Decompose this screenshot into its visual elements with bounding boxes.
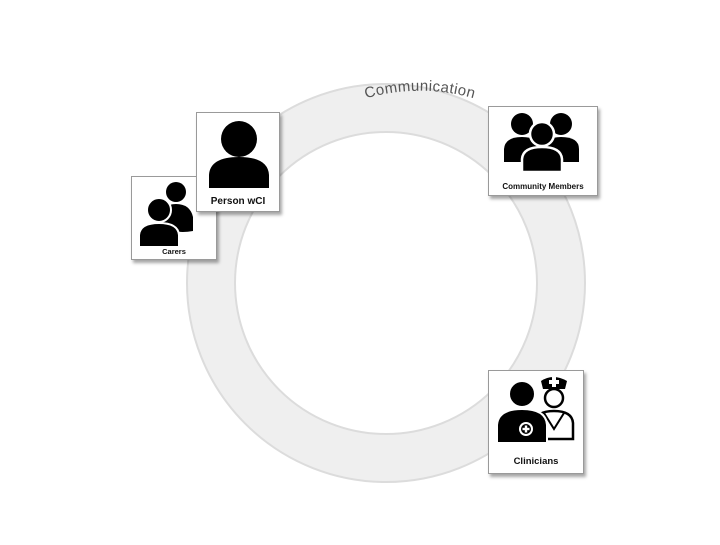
person-wci-label: Person wCI (210, 196, 266, 207)
community-members-card: Community Members (488, 106, 598, 196)
clinicians-with-nurse-icon (496, 377, 575, 444)
clinicians-label: Clinicians (513, 456, 559, 467)
carers-card: Carers (131, 176, 217, 260)
person-wci-card: Person wCI (196, 112, 280, 212)
group-of-people-icon (504, 113, 579, 174)
carers-label: Carers (162, 247, 186, 256)
single-person-icon (209, 121, 269, 188)
two-people-icon (138, 182, 193, 248)
clinicians-card: Clinicians (488, 370, 584, 474)
community-members-label: Community Members (502, 182, 584, 191)
